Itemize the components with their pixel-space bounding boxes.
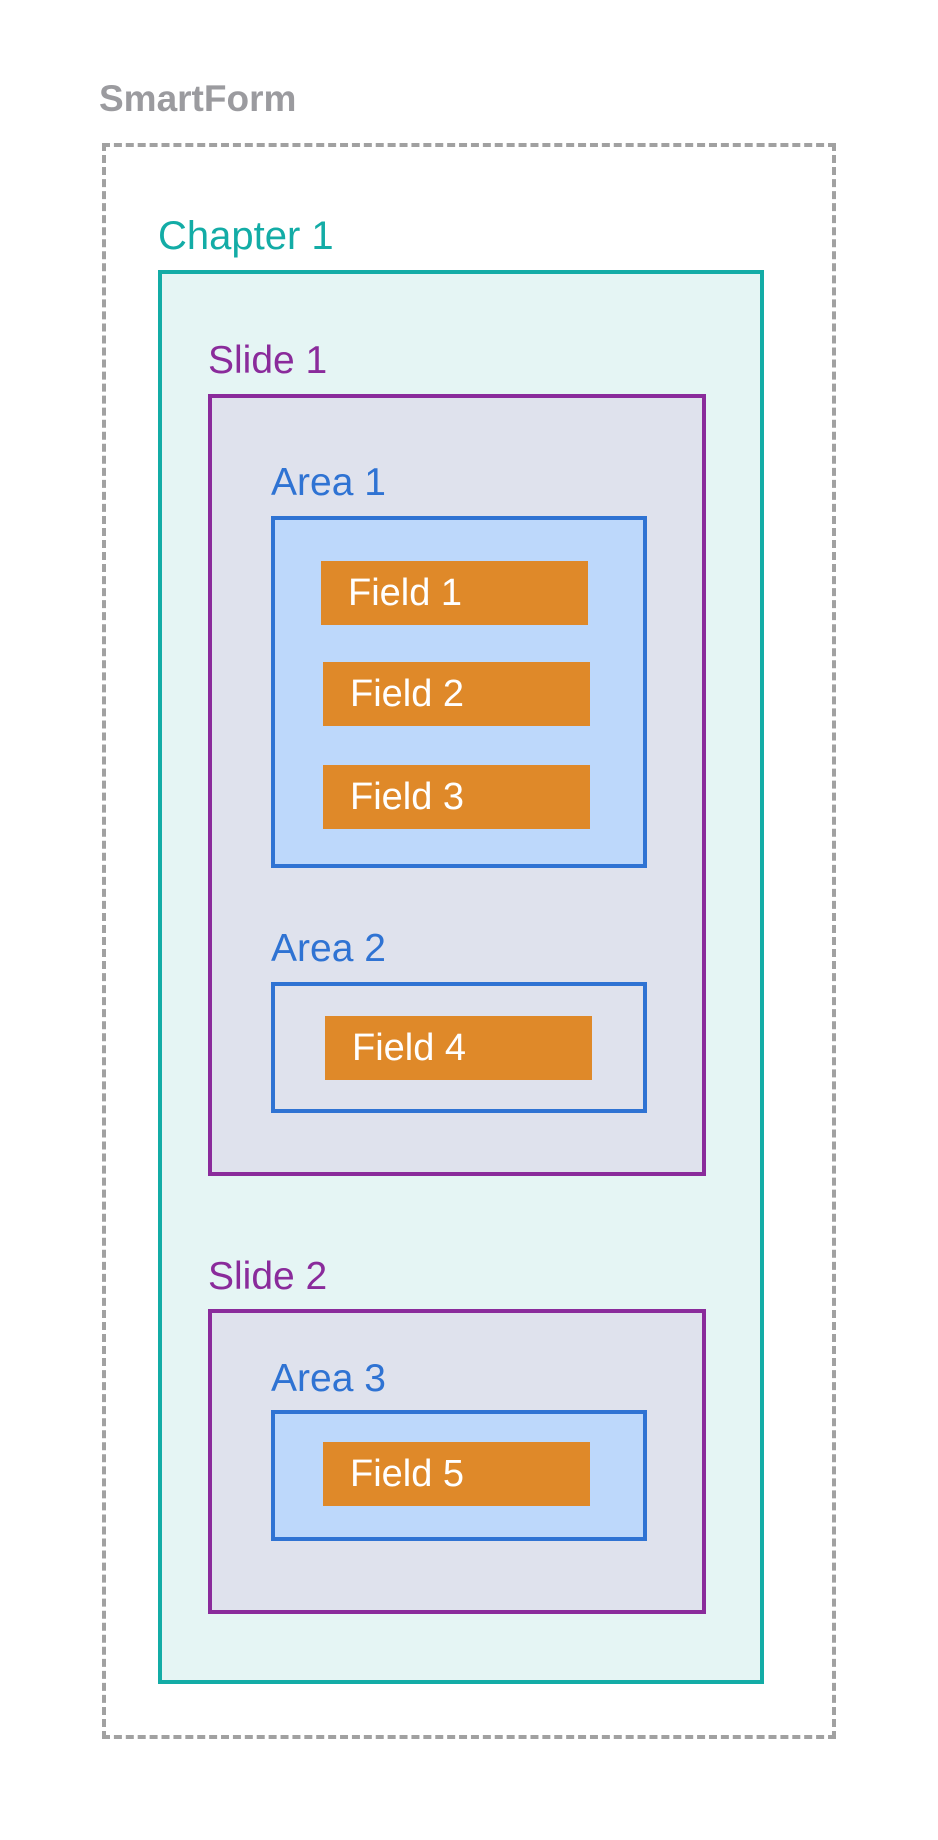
smartform-container [102,143,836,1739]
field-box: Field 1 [321,561,588,625]
area-label: Area 2 [271,927,386,970]
field-box: Field 4 [325,1016,592,1080]
smartform-title: SmartForm [99,78,297,119]
slide-label: Slide 1 [208,339,328,382]
field-label: Field 1 [348,572,463,614]
field-label: Field 5 [350,1453,465,1495]
field-label: Field 4 [352,1027,467,1069]
chapter-label: Chapter 1 [158,214,334,258]
area-label: Area 3 [271,1357,386,1400]
field-label: Field 2 [350,673,465,715]
field-box: Field 3 [323,765,590,829]
field-box: Field 2 [323,662,590,726]
area-label: Area 1 [271,461,386,504]
field-box: Field 5 [323,1442,590,1506]
slide-label: Slide 2 [208,1255,328,1298]
field-label: Field 3 [350,776,465,818]
